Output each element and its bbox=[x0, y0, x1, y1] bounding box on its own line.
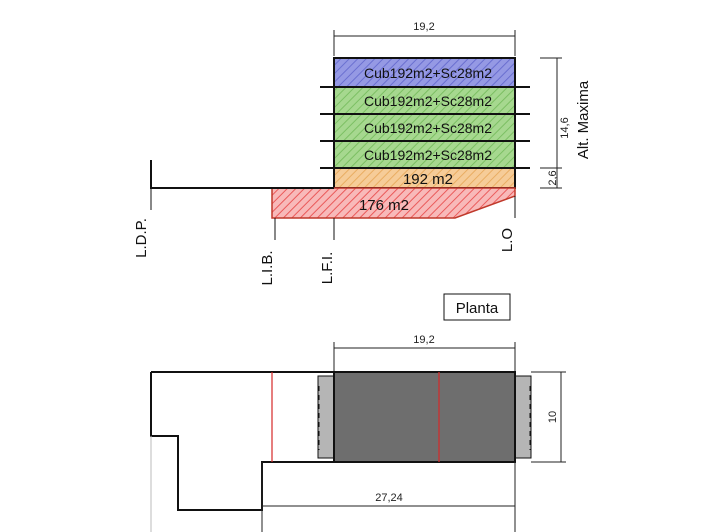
lot-dim-label: 27,24 bbox=[375, 492, 403, 504]
slab-projections bbox=[320, 86, 530, 169]
height-dim-label: 14,6 bbox=[559, 117, 571, 138]
ground-line bbox=[150, 160, 334, 189]
plan-title-box bbox=[443, 293, 511, 321]
plan-title: Planta bbox=[456, 300, 499, 317]
lib-label: L.I.B. bbox=[259, 250, 276, 285]
basement-label: 176 m2 bbox=[359, 197, 409, 214]
lot-dimension bbox=[261, 462, 516, 532]
plan-width-dimension bbox=[333, 342, 516, 372]
floor-1-label: Cub192m2+Sc28m2 bbox=[364, 147, 492, 163]
section-view: 19,2 Cub192m2+Sc28m2 Cub192m2+Sc28m2 Cub… bbox=[133, 21, 592, 286]
balcony-left bbox=[317, 375, 335, 459]
floor-2: Cub192m2+Sc28m2 bbox=[333, 113, 516, 142]
floor-2-label: Cub192m2+Sc28m2 bbox=[364, 120, 492, 136]
floor-3-label: Cub192m2+Sc28m2 bbox=[364, 93, 492, 109]
ground-floor-label: 192 m2 bbox=[403, 171, 453, 188]
floor-3: Cub192m2+Sc28m2 bbox=[333, 86, 516, 115]
max-height-label: Alt. Maxima bbox=[575, 80, 592, 159]
section-width-dimension: 19,2 bbox=[333, 21, 516, 56]
plan-view: Planta 19,2 10 bbox=[150, 293, 566, 532]
building-footprint bbox=[333, 371, 516, 463]
height-dimension bbox=[540, 57, 562, 189]
balcony-right bbox=[514, 375, 532, 459]
ldp-label: L.D.P. bbox=[133, 218, 150, 258]
plan-depth-dimension bbox=[531, 371, 566, 463]
lo-label: L.O bbox=[499, 228, 516, 252]
floor-1: Cub192m2+Sc28m2 bbox=[333, 140, 516, 169]
lfi-label: L.F.I. bbox=[319, 252, 336, 285]
plan-depth-label: 10 bbox=[547, 411, 559, 423]
section-width-label: 19,2 bbox=[413, 21, 434, 33]
ground-floor: 192 m2 bbox=[333, 167, 516, 189]
floor-4-label: Cub192m2+Sc28m2 bbox=[364, 65, 492, 81]
basement: 176 m2 bbox=[271, 187, 516, 219]
floor-4: Cub192m2+Sc28m2 bbox=[333, 57, 516, 88]
ground-height-dim-label: 2,6 bbox=[547, 170, 559, 185]
plan-width-label: 19,2 bbox=[413, 334, 434, 346]
